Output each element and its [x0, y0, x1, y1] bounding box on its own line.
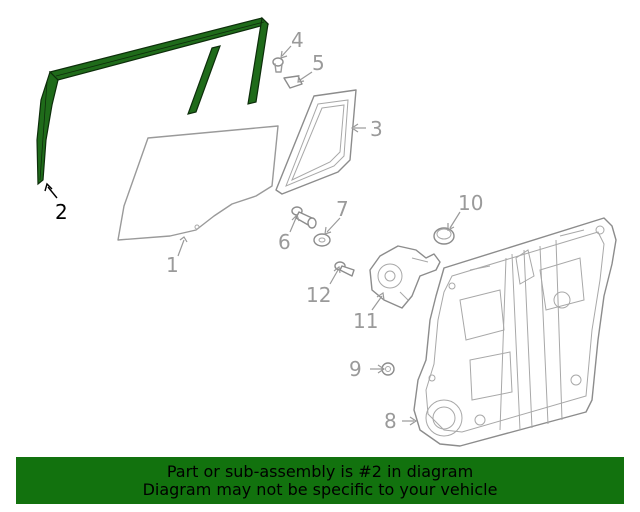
banner-line-disclaimer: Diagram may not be specific to your vehi…	[142, 479, 498, 499]
part-5-bracket[interactable]	[283, 75, 303, 89]
banner-line-part: Part or sub-assembly is #2 in diagram	[166, 461, 474, 481]
callout-1: 1	[166, 253, 179, 277]
part-2-glass-run-channel[interactable]	[36, 16, 270, 186]
part-1-door-glass[interactable]	[117, 125, 279, 241]
callout-5: 5	[312, 51, 325, 75]
callout-10: 10	[458, 191, 483, 215]
callout-2[interactable]: 2	[55, 200, 68, 224]
callout-6: 6	[278, 230, 291, 254]
callout-9: 9	[349, 357, 362, 381]
callout-12: 12	[306, 283, 331, 307]
part-10-plug[interactable]	[433, 227, 455, 245]
part-4-clip[interactable]	[272, 57, 284, 73]
part-12-bolt[interactable]	[334, 261, 355, 277]
part-3-quarter-glass[interactable]	[275, 89, 357, 195]
part-8-door-module[interactable]	[413, 217, 617, 447]
part-7-washer[interactable]	[313, 233, 331, 247]
callout-7: 7	[336, 197, 349, 221]
part-6-bolt[interactable]	[291, 206, 317, 229]
callout-11: 11	[353, 309, 378, 333]
callout-4: 4	[291, 28, 304, 52]
part-11-window-motor[interactable]	[369, 245, 441, 309]
callout-8: 8	[384, 409, 397, 433]
leader-lines	[44, 45, 461, 426]
callout-3: 3	[370, 117, 383, 141]
parts-diagram: 1 2 3 4 5 6 7 8 9 10 11 12	[36, 16, 617, 447]
callout-labels: 1 2 3 4 5 6 7 8 9 10 11 12	[55, 28, 483, 433]
part-info-banner: Part or sub-assembly is #2 in diagram Di…	[16, 457, 624, 504]
